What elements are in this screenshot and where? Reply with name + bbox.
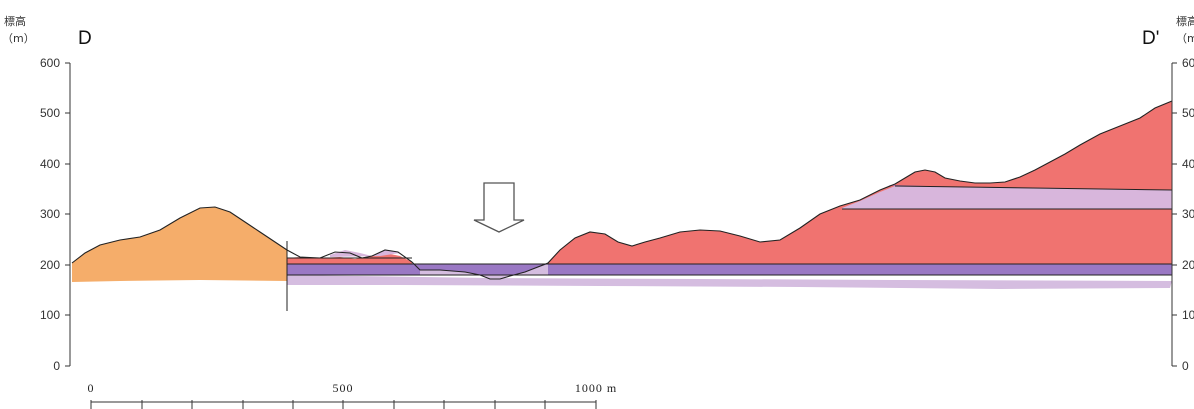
scale-bar: 0 500 1000 m xyxy=(88,381,617,409)
right-axis-unit: （m） xyxy=(1176,32,1194,45)
right-tick-label: 500 xyxy=(1182,106,1194,120)
scale-label-zero: 0 xyxy=(88,381,95,395)
right-section-label: D' xyxy=(1142,28,1159,49)
right-tick-label: 600 xyxy=(1182,56,1194,70)
left-tick-label: 100 xyxy=(40,308,60,322)
scale-label-500: 500 xyxy=(333,381,354,395)
left-tick-label: 300 xyxy=(40,207,60,221)
purple-unit xyxy=(287,264,1172,275)
left-axis-title: 標高 xyxy=(4,14,26,28)
left-elevation-axis: 標高 （m） D 600 500 400 300 200 100 0 xyxy=(2,14,92,373)
scale-label-1000: 1000 m xyxy=(575,381,617,395)
base-unit-band xyxy=(287,275,1172,289)
geologic-units xyxy=(72,101,1172,289)
valley-floor-unit xyxy=(420,264,548,279)
right-tick-label: 200 xyxy=(1182,258,1194,272)
left-tick-label: 200 xyxy=(40,258,60,272)
down-arrow-icon xyxy=(473,182,525,233)
left-tick-label: 0 xyxy=(53,359,60,373)
right-tick-label: 400 xyxy=(1182,157,1194,171)
left-section-label: D xyxy=(78,28,92,49)
red-unit-east xyxy=(548,101,1172,264)
right-tick-label: 100 xyxy=(1182,308,1194,322)
right-tick-label: 300 xyxy=(1182,207,1194,221)
orange-unit xyxy=(72,207,287,282)
right-tick-label: 0 xyxy=(1182,359,1189,373)
right-elevation-axis: 標高 （m） D' 600 500 400 300 200 100 0 xyxy=(1142,14,1194,373)
contact-light-purple-top xyxy=(894,185,1173,191)
right-axis-title: 標高 xyxy=(1176,14,1194,28)
left-tick-label: 500 xyxy=(40,106,60,120)
light-purple-unit xyxy=(842,186,1172,209)
left-axis-unit: （m） xyxy=(2,32,35,45)
left-tick-label: 400 xyxy=(40,157,60,171)
left-tick-label: 600 xyxy=(40,56,60,70)
ground-surface xyxy=(71,100,1173,280)
contact-lines xyxy=(286,185,1173,311)
